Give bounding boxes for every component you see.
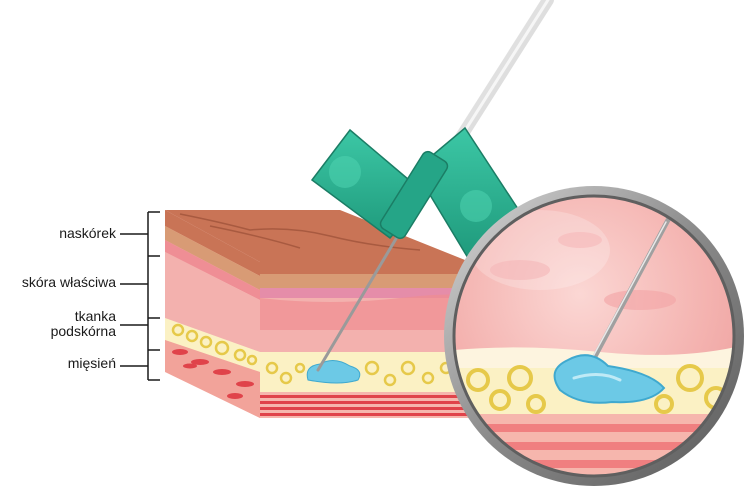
label-muscle: mięsień — [68, 356, 116, 371]
label-subcutaneous-tissue: tkanka podskórna — [51, 309, 116, 339]
label-dermis: skóra właściwa — [22, 275, 116, 290]
label-epidermis: naskórek — [59, 226, 116, 241]
skin-block-front — [260, 262, 470, 418]
label-subcutaneous-tissue-line1: tkanka — [51, 309, 116, 324]
label-subcutaneous-tissue-line2: podskórna — [51, 324, 116, 339]
layer-brackets — [120, 212, 160, 380]
magnifying-glass-icon — [444, 186, 744, 494]
